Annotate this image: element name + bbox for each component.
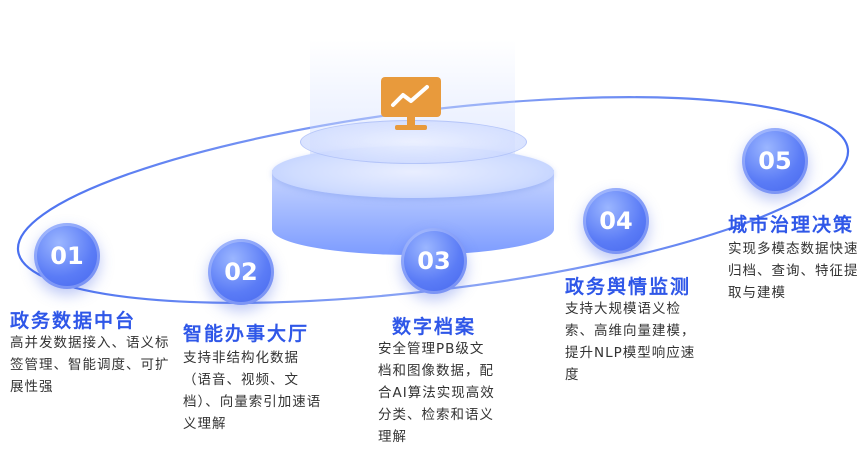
- step-number-4: 04: [583, 188, 649, 254]
- item-description-5: 实现多模态数据快速归档、查询、特征提取与建模: [728, 241, 859, 301]
- item-description-4: 支持大规模语义检索、高维向量建模，提升NLP模型响应速度: [565, 301, 696, 383]
- item-title-1: 政务数据中台: [10, 310, 137, 332]
- item-description-1: 高并发数据接入、语义标签管理、智能调度、可扩展性强: [10, 335, 170, 395]
- item-description-3: 安全管理PB级文档和图像数据，配合AI算法实现高效分类、检索和语义理解: [378, 341, 495, 445]
- item-title-5: 城市治理决策: [728, 214, 855, 236]
- step-number-5: 05: [742, 128, 808, 194]
- item-title-2: 智能办事大厅: [183, 323, 310, 345]
- step-number-1: 01: [34, 223, 100, 289]
- step-number-3: 03: [401, 228, 467, 294]
- monitor-trend-icon: [379, 75, 443, 130]
- step-number-2: 02: [208, 239, 274, 305]
- item-title-4: 政务舆情监测: [565, 276, 692, 298]
- item-description-2: 支持非结构化数据（语音、视频、文档）、向量索引加速语义理解: [183, 350, 322, 432]
- item-title-3: 数字档案: [392, 316, 477, 338]
